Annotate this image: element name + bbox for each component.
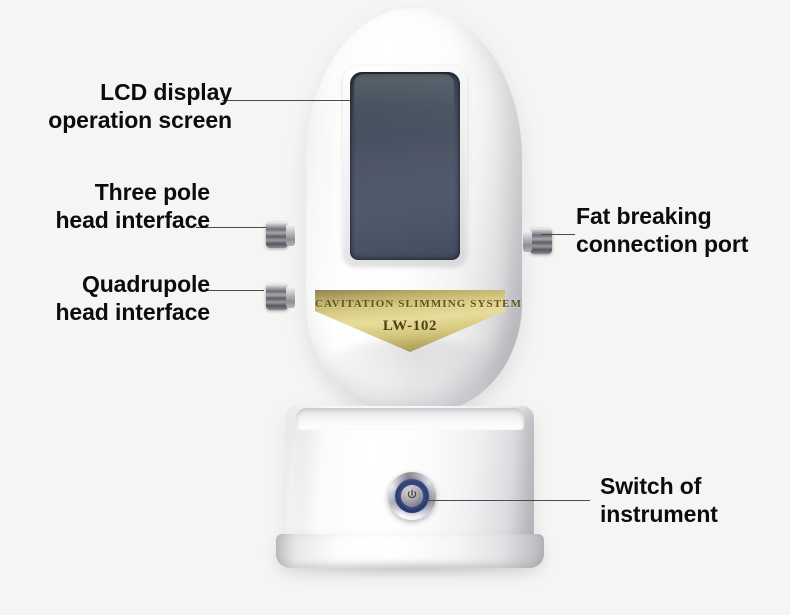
fat-breaking-port-cap [523,230,532,252]
quadrupole-port[interactable] [266,284,288,310]
callout-label-three-pole-head-interface: Three pole head interface [55,179,210,234]
leader-line-switch [424,500,590,501]
quadrupole-port-cap [286,286,295,308]
callout-label-switch-of-instrument: Switch of instrument [600,473,718,528]
leader-line-three-pole [196,227,266,228]
badge-brand-text: CAVITATION SLIMMING SYSTEM [315,298,523,310]
lcd-screen[interactable] [350,72,460,260]
leader-line-fat-breaking [541,234,575,235]
callout-label-lcd-display: LCD display operation screen [48,79,232,134]
leader-line-quadrupole [200,290,264,291]
power-switch-button[interactable] [401,485,423,507]
callout-label-fat-breaking-connection-port: Fat breaking connection port [576,203,749,258]
device-base-lip [296,408,524,430]
device-drop-shadow [292,560,530,576]
badge-model-text: LW-102 [382,318,438,334]
callout-label-quadrupole-head-interface: Quadrupole head interface [55,271,210,326]
three-pole-port[interactable] [266,222,288,248]
device-base-foot [276,534,544,568]
fat-breaking-port[interactable] [530,228,552,254]
power-icon [407,489,417,499]
three-pole-port-cap [286,224,295,246]
device-illustration: CAVITATION SLIMMING SYSTEM LW-102 [258,8,558,588]
leader-line-lcd [222,100,350,101]
